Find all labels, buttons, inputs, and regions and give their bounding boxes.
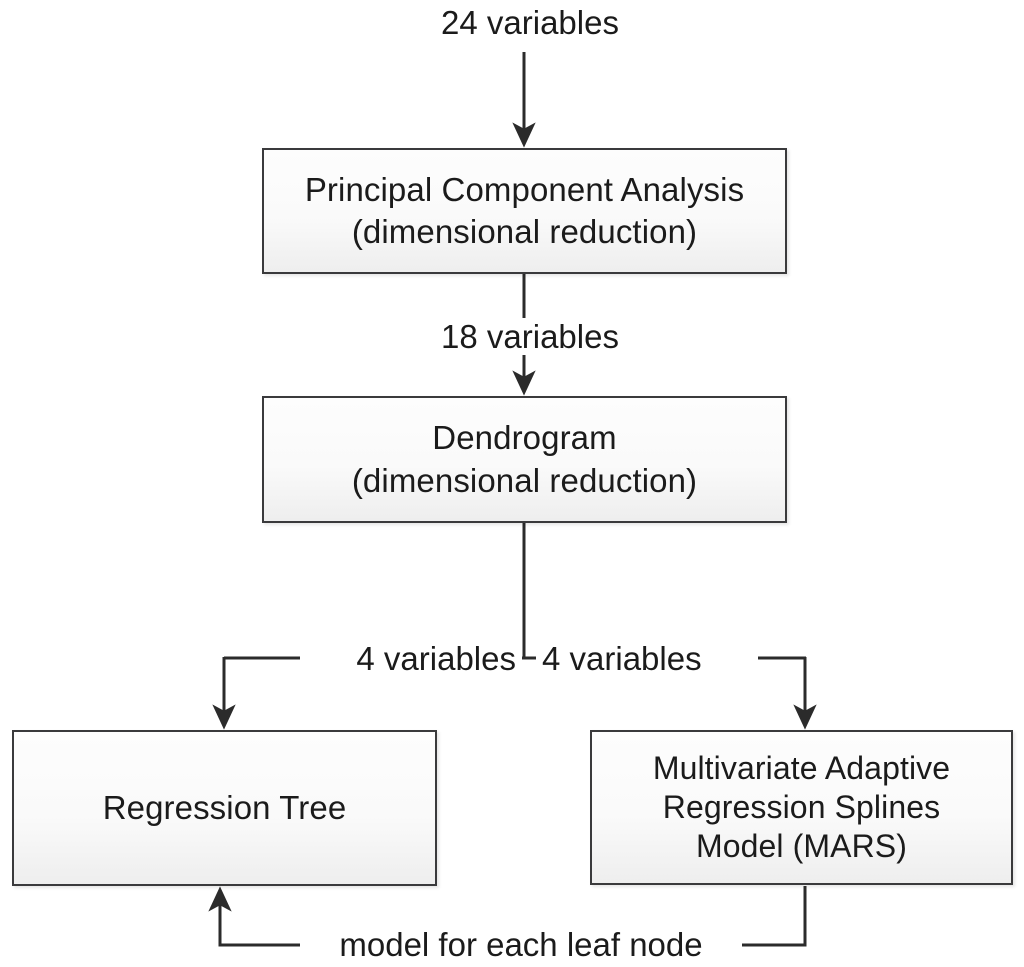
- node-dendrogram[interactable]: Dendrogram (dimensional reduction): [262, 396, 787, 523]
- edge-label-after-pca: 18 variables: [408, 318, 652, 355]
- node-mars-model[interactable]: Multivariate Adaptive Regression Splines…: [590, 730, 1013, 885]
- node-regression-tree-label: Regression Tree: [102, 788, 347, 826]
- edge-label-branch-left: 4 variables: [300, 640, 522, 677]
- node-dendrogram-label: Dendrogram (dimensional reduction): [351, 419, 698, 499]
- node-regression-tree[interactable]: Regression Tree: [12, 730, 437, 886]
- edge-label-input-variables: 24 variables: [408, 4, 652, 41]
- edge-label-feedback: model for each leaf node: [300, 926, 742, 963]
- node-pca-label: Principal Component Analysis (dimensiona…: [304, 170, 745, 250]
- edge-label-branch-right: 4 variables: [536, 640, 758, 677]
- node-principal-component-analysis[interactable]: Principal Component Analysis (dimensiona…: [262, 148, 787, 274]
- node-mars-label: Multivariate Adaptive Regression Splines…: [652, 749, 951, 865]
